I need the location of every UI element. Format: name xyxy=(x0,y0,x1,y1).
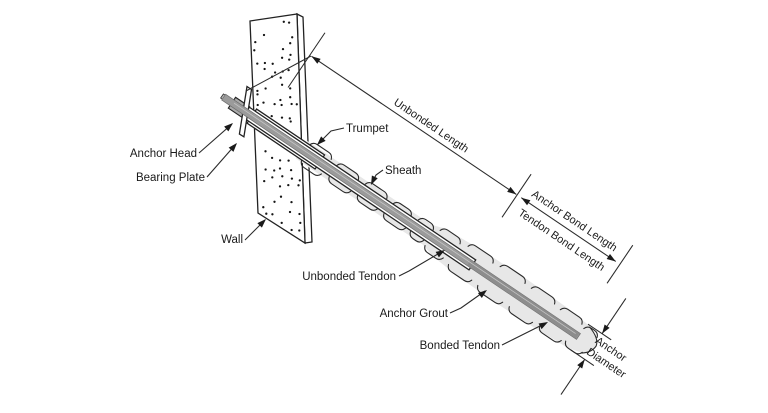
leader-arrow xyxy=(224,123,233,132)
anchor-grout-leader xyxy=(449,290,486,314)
dim-arrow xyxy=(606,253,616,262)
dim-arrow xyxy=(577,359,585,369)
sheath-label: Sheath xyxy=(385,165,421,177)
dim-arrow xyxy=(602,324,610,334)
component-labels: Anchor Head Bearing Plate Wall Trumpet S… xyxy=(130,123,500,352)
dim-bond-length xyxy=(520,197,617,262)
borehole-break-lines xyxy=(300,142,598,355)
dim-unbonded-length xyxy=(311,55,517,195)
dim-arrow xyxy=(507,186,517,195)
bonded-tendon-label: Bonded Tendon xyxy=(420,340,500,352)
leader-arrow xyxy=(317,136,326,145)
trumpet-label: Trumpet xyxy=(346,123,389,135)
leader-arrow xyxy=(228,143,237,152)
extension-line-bond-start xyxy=(501,173,532,218)
grout-tip-edge xyxy=(581,326,598,354)
extension-line-wall xyxy=(287,32,326,88)
tendon-strand-line xyxy=(233,102,576,334)
wall-label: Wall xyxy=(221,234,243,246)
leader-arrow xyxy=(371,175,378,185)
leader-lines xyxy=(198,123,548,346)
leader-arrow xyxy=(477,290,487,299)
extension-line-bond-end xyxy=(606,244,634,284)
unbonded-tendon-label: Unbonded Tendon xyxy=(302,271,396,283)
anchor-head-label: Anchor Head xyxy=(130,148,197,160)
anchor-grout-label: Anchor Grout xyxy=(380,308,449,320)
bonded-tendon-leader xyxy=(501,322,547,346)
unbonded-tendon-leader xyxy=(398,250,444,277)
bearing-plate-label: Bearing Plate xyxy=(136,172,205,184)
diameter-tick-lower xyxy=(570,349,595,366)
diameter-tick-upper xyxy=(587,323,612,341)
dim-arrow xyxy=(521,197,531,206)
unbonded-length-label: Unbonded Length xyxy=(391,97,470,156)
leader-arrow xyxy=(257,219,266,228)
dim-arrow xyxy=(311,56,321,64)
leader-arrow xyxy=(538,322,548,330)
extension-line-anchor-head xyxy=(245,55,312,92)
leader-arrow xyxy=(435,250,445,258)
